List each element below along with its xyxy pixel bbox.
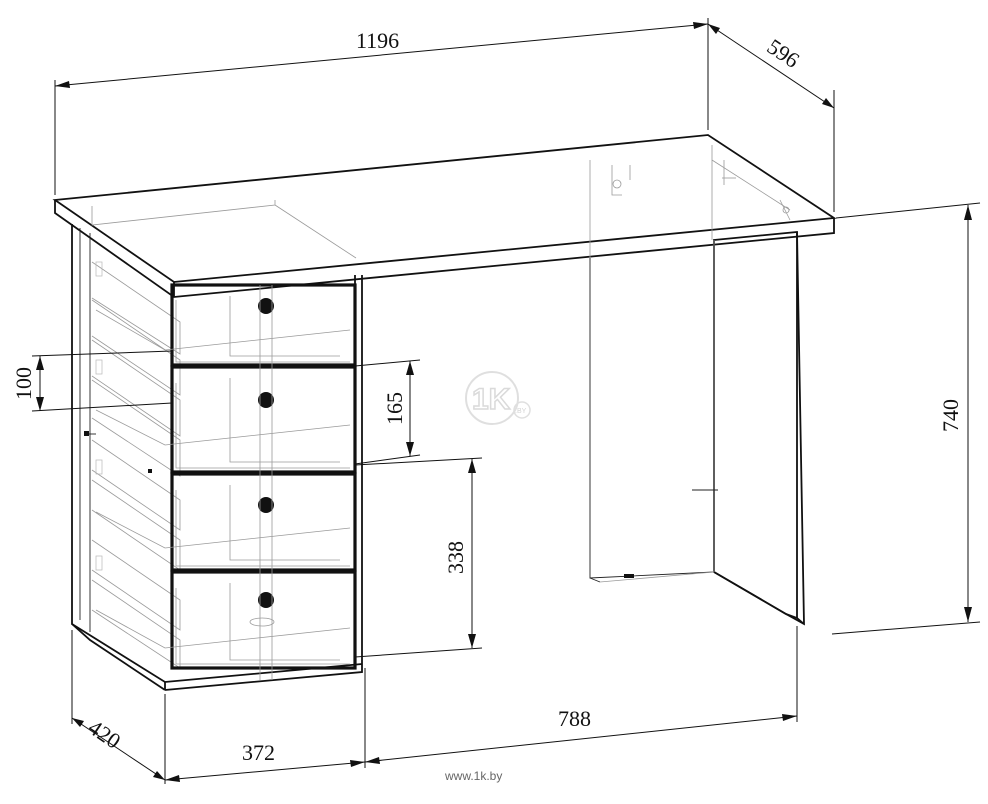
drawer-1-knob[interactable] bbox=[258, 298, 274, 314]
drawer-2[interactable] bbox=[170, 365, 357, 474]
label-drawer-narrow: 100 bbox=[11, 367, 36, 400]
dim-width-total: 1196 bbox=[54, 18, 709, 195]
drawer-3[interactable] bbox=[170, 472, 357, 572]
watermark: 1K .BY bbox=[465, 371, 531, 425]
label-pedestal-depth: 420 bbox=[84, 714, 125, 753]
dim-pedestal-width: 372 bbox=[164, 668, 366, 782]
label-width-total: 1196 bbox=[356, 28, 399, 53]
watermark-glyph: 1K bbox=[472, 383, 511, 416]
drawer-guides bbox=[95, 285, 351, 680]
hidden-frame-lines bbox=[91, 145, 791, 260]
label-open-span: 788 bbox=[558, 706, 591, 731]
label-height-total: 740 bbox=[938, 399, 963, 432]
label-drawer-lower: 338 bbox=[443, 541, 468, 574]
label-depth-total: 596 bbox=[763, 34, 804, 73]
dim-depth-total: 596 bbox=[707, 23, 835, 212]
dim-height-total: 740 bbox=[831, 202, 981, 635]
side-panel bbox=[589, 231, 805, 626]
desk-body bbox=[52, 134, 837, 691]
label-drawer-mid: 165 bbox=[382, 392, 407, 425]
dim-drawer-narrow: 100 bbox=[11, 350, 173, 412]
pedestal bbox=[71, 224, 363, 691]
drawer-3-knob[interactable] bbox=[258, 497, 274, 513]
drawer-4-knob[interactable] bbox=[258, 592, 274, 608]
label-pedestal-width: 372 bbox=[242, 740, 275, 765]
dim-open-span: 788 bbox=[364, 626, 798, 764]
dim-drawer-mid: 165 bbox=[354, 359, 421, 465]
drawer-1[interactable] bbox=[170, 283, 357, 367]
watermark-mark: .BY bbox=[515, 408, 527, 415]
credit-text: www.1k.by bbox=[444, 769, 502, 783]
drawer-4[interactable] bbox=[170, 570, 357, 670]
drawer-2-knob[interactable] bbox=[258, 392, 274, 408]
dim-drawer-lower: 338 bbox=[354, 457, 483, 658]
